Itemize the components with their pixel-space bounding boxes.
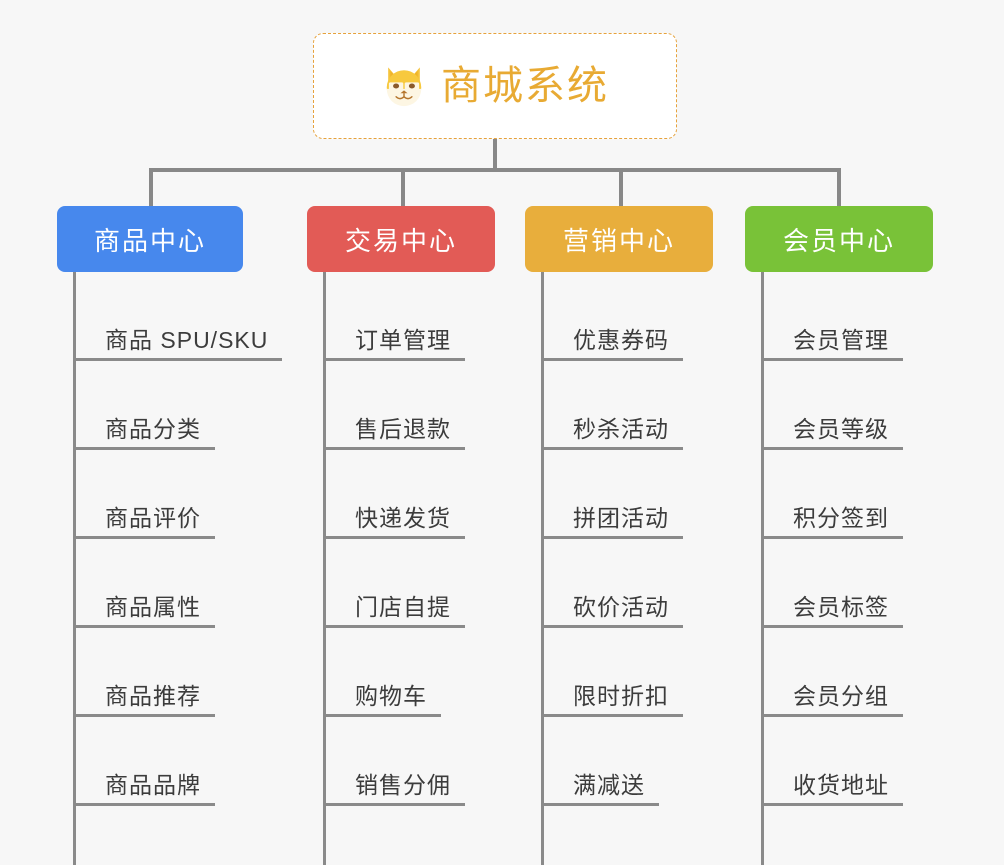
leaf-underline bbox=[323, 358, 465, 361]
leaf-label: 会员等级 bbox=[793, 415, 889, 442]
branch-product-center: 商品中心 商品 SPU/SKU 商品分类 商品评价 商品属性 商品推荐 bbox=[57, 206, 282, 865]
branch-trade-center: 交易中心 订单管理 售后退款 快递发货 门店自提 购物车 bbox=[307, 206, 495, 865]
list-item[interactable]: 会员管理 bbox=[761, 272, 903, 361]
leaf-underline bbox=[73, 803, 215, 806]
list-item[interactable]: 会员等级 bbox=[761, 361, 903, 450]
branch-leaf-list: 优惠券码 秒杀活动 拼团活动 砍价活动 限时折扣 满减送 bbox=[541, 272, 683, 806]
leaf-underline bbox=[761, 803, 903, 806]
branch-trunk-line bbox=[73, 272, 76, 865]
list-item[interactable]: 购物车 bbox=[323, 628, 465, 717]
list-item[interactable]: 收货地址 bbox=[761, 717, 903, 806]
branch-leaf-list: 订单管理 售后退款 快递发货 门店自提 购物车 销售分佣 bbox=[323, 272, 465, 806]
branch-trunk-line bbox=[761, 272, 764, 865]
branch-marketing-center: 营销中心 优惠券码 秒杀活动 拼团活动 砍价活动 限时折扣 bbox=[525, 206, 713, 865]
list-item[interactable]: 商品推荐 bbox=[73, 628, 282, 717]
list-item[interactable]: 售后退款 bbox=[323, 361, 465, 450]
leaf-label: 商品分类 bbox=[105, 415, 201, 442]
leaf-underline bbox=[541, 358, 683, 361]
leaf-underline bbox=[761, 536, 903, 539]
branch-trunk-line bbox=[323, 272, 326, 865]
leaf-underline bbox=[73, 447, 215, 450]
leaf-underline bbox=[323, 714, 441, 717]
list-item[interactable]: 优惠券码 bbox=[541, 272, 683, 361]
branch-header-product-center[interactable]: 商品中心 bbox=[57, 206, 243, 272]
root-node[interactable]: 商城系统 bbox=[313, 33, 677, 139]
leaf-underline bbox=[761, 447, 903, 450]
list-item[interactable]: 商品品牌 bbox=[73, 717, 282, 806]
leaf-underline bbox=[73, 358, 282, 361]
leaf-underline bbox=[541, 625, 683, 628]
branch-trunk-line bbox=[541, 272, 544, 865]
list-item[interactable]: 砍价活动 bbox=[541, 539, 683, 628]
leaf-underline bbox=[323, 803, 465, 806]
list-item[interactable]: 门店自提 bbox=[323, 539, 465, 628]
list-item[interactable]: 订单管理 bbox=[323, 272, 465, 361]
leaf-underline bbox=[323, 447, 465, 450]
leaf-underline bbox=[761, 714, 903, 717]
branch-header-trade-center[interactable]: 交易中心 bbox=[307, 206, 495, 272]
leaf-label: 商品 SPU/SKU bbox=[105, 326, 269, 353]
shiba-dog-icon bbox=[386, 67, 422, 107]
leaf-label: 商品推荐 bbox=[105, 682, 201, 709]
leaf-label: 快递发货 bbox=[355, 504, 451, 531]
list-item[interactable]: 积分签到 bbox=[761, 450, 903, 539]
leaf-label: 商品评价 bbox=[105, 504, 201, 531]
list-item[interactable]: 限时折扣 bbox=[541, 628, 683, 717]
leaf-label: 收货地址 bbox=[793, 771, 889, 798]
connector-drop-branch-2 bbox=[401, 168, 405, 208]
leaf-label: 商品品牌 bbox=[105, 771, 201, 798]
leaf-label: 销售分佣 bbox=[355, 771, 451, 798]
connector-drop-branch-1 bbox=[149, 168, 153, 208]
connector-drop-branch-3 bbox=[619, 168, 623, 208]
list-item[interactable]: 商品分类 bbox=[73, 361, 282, 450]
leaf-underline bbox=[73, 625, 215, 628]
branch-member-center: 会员中心 会员管理 会员等级 积分签到 会员标签 会员分组 bbox=[745, 206, 933, 865]
leaf-label: 砍价活动 bbox=[573, 593, 669, 620]
branch-header-marketing-center[interactable]: 营销中心 bbox=[525, 206, 713, 272]
leaf-underline bbox=[323, 625, 465, 628]
list-item[interactable]: 会员分组 bbox=[761, 628, 903, 717]
connector-horizontal-bus bbox=[149, 168, 841, 172]
list-item[interactable]: 商品 SPU/SKU bbox=[73, 272, 282, 361]
leaf-label: 会员分组 bbox=[793, 682, 889, 709]
leaf-label: 门店自提 bbox=[355, 593, 451, 620]
branch-leaf-list: 会员管理 会员等级 积分签到 会员标签 会员分组 收货地址 bbox=[761, 272, 903, 806]
mindmap-canvas: 商城系统 商品中心 商品 SPU/SKU 商品分类 商品评价 商品属性 bbox=[57, 33, 933, 865]
connector-root-stem bbox=[493, 139, 497, 171]
leaf-label: 售后退款 bbox=[355, 415, 451, 442]
leaf-underline bbox=[73, 714, 215, 717]
leaf-label: 订单管理 bbox=[355, 326, 451, 353]
list-item[interactable]: 会员标签 bbox=[761, 539, 903, 628]
list-item[interactable]: 商品评价 bbox=[73, 450, 282, 539]
leaf-underline bbox=[541, 536, 683, 539]
leaf-underline bbox=[541, 803, 659, 806]
branch-leaf-list: 商品 SPU/SKU 商品分类 商品评价 商品属性 商品推荐 商品品牌 bbox=[73, 272, 282, 806]
list-item[interactable]: 秒杀活动 bbox=[541, 361, 683, 450]
leaf-label: 优惠券码 bbox=[573, 326, 669, 353]
connector-drop-branch-4 bbox=[837, 168, 841, 208]
root-title: 商城系统 bbox=[441, 64, 609, 108]
leaf-label: 会员标签 bbox=[793, 593, 889, 620]
leaf-label: 满减送 bbox=[573, 771, 645, 798]
list-item[interactable]: 满减送 bbox=[541, 717, 683, 806]
leaf-label: 限时折扣 bbox=[573, 682, 669, 709]
leaf-label: 秒杀活动 bbox=[573, 415, 669, 442]
leaf-label: 会员管理 bbox=[793, 326, 889, 353]
leaf-underline bbox=[73, 536, 215, 539]
leaf-underline bbox=[761, 625, 903, 628]
leaf-underline bbox=[761, 358, 903, 361]
leaf-underline bbox=[323, 536, 465, 539]
leaf-label: 拼团活动 bbox=[573, 504, 669, 531]
branch-header-member-center[interactable]: 会员中心 bbox=[745, 206, 933, 272]
leaf-label: 商品属性 bbox=[105, 593, 201, 620]
list-item[interactable]: 快递发货 bbox=[323, 450, 465, 539]
leaf-underline bbox=[541, 714, 683, 717]
list-item[interactable]: 销售分佣 bbox=[323, 717, 465, 806]
leaf-underline bbox=[541, 447, 683, 450]
list-item[interactable]: 拼团活动 bbox=[541, 450, 683, 539]
list-item[interactable]: 商品属性 bbox=[73, 539, 282, 628]
leaf-label: 购物车 bbox=[355, 682, 427, 709]
leaf-label: 积分签到 bbox=[793, 504, 889, 531]
